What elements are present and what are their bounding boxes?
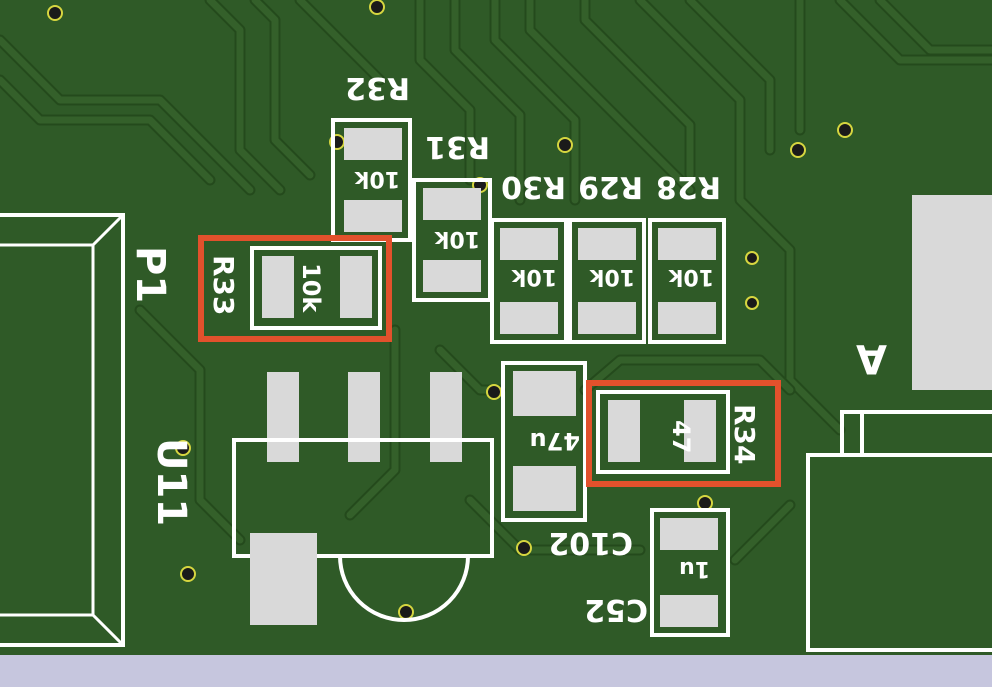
r31-pad-1 bbox=[423, 188, 481, 220]
r30-pad-2 bbox=[500, 302, 558, 334]
r32-pad-1 bbox=[344, 128, 402, 160]
c102-pad-1 bbox=[513, 371, 576, 416]
r34-pad-2 bbox=[684, 400, 716, 462]
u11-pin-3 bbox=[430, 372, 462, 462]
via bbox=[516, 540, 532, 556]
r33-pad-1 bbox=[262, 256, 294, 318]
u11-tab-arc bbox=[338, 555, 470, 622]
r33-pad-2 bbox=[340, 256, 372, 318]
r30-outline bbox=[490, 218, 568, 344]
connector-a[interactable]: A bbox=[806, 195, 992, 652]
via bbox=[47, 5, 63, 21]
r33-outline bbox=[250, 246, 382, 330]
via bbox=[398, 604, 414, 620]
u11-body-outline bbox=[232, 438, 494, 558]
r29-value-label: 10k bbox=[588, 264, 635, 289]
r34-ref-label: R34 bbox=[728, 404, 761, 465]
p1-ref-label: P1 bbox=[127, 246, 173, 303]
u11-ref-label: U11 bbox=[148, 438, 194, 526]
c52-pad-2 bbox=[660, 595, 718, 627]
r33-highlight-box bbox=[198, 235, 392, 342]
resistor-r29[interactable]: R29 10k bbox=[568, 169, 646, 344]
connector-p1[interactable]: P1 bbox=[0, 213, 173, 647]
c52-outline bbox=[650, 508, 730, 637]
c52-pad-1 bbox=[660, 518, 718, 550]
r30-ref-label: R30 bbox=[501, 169, 566, 204]
r29-pad-2 bbox=[578, 302, 636, 334]
trace-group bbox=[0, 0, 992, 566]
resistor-r33[interactable]: 10k R33 bbox=[198, 235, 392, 342]
c102-value-label: 47u bbox=[530, 427, 580, 455]
capacitor-c102[interactable]: 47u C102 bbox=[501, 361, 633, 560]
connector-a-outline bbox=[806, 453, 992, 652]
r34-highlight-box bbox=[586, 380, 781, 487]
r28-pad-1 bbox=[658, 228, 716, 260]
c102-pad-2 bbox=[513, 466, 576, 511]
r30-value-label: 10k bbox=[510, 264, 557, 289]
resistor-r30[interactable]: R30 10k bbox=[490, 169, 568, 344]
r31-pad-2 bbox=[423, 260, 481, 292]
resistor-r28[interactable]: R28 10k bbox=[648, 169, 726, 344]
c102-ref-label: C102 bbox=[548, 525, 633, 560]
r28-ref-label: R28 bbox=[656, 169, 721, 204]
via bbox=[745, 296, 759, 310]
capacitor-c52[interactable]: 1u C52 bbox=[584, 508, 730, 637]
r31-ref-label: R31 bbox=[425, 129, 490, 164]
r28-value-label: 10k bbox=[667, 264, 714, 289]
r32-outline bbox=[331, 118, 412, 242]
via bbox=[180, 566, 196, 582]
r29-pad-1 bbox=[578, 228, 636, 260]
via bbox=[486, 384, 502, 400]
r28-outline bbox=[648, 218, 726, 344]
via bbox=[790, 142, 806, 158]
background-strip bbox=[0, 655, 992, 687]
u11-pin-2 bbox=[348, 372, 380, 462]
via bbox=[175, 440, 191, 456]
r33-ref-label: R33 bbox=[207, 255, 240, 316]
r31-value-label: 10k bbox=[433, 226, 480, 251]
resistor-r34[interactable]: 47 R34 bbox=[586, 380, 781, 487]
r34-pad-1 bbox=[608, 400, 640, 462]
resistor-r31[interactable]: R31 10k bbox=[412, 129, 492, 302]
r32-ref-label: R32 bbox=[345, 70, 410, 105]
ic-u11[interactable]: U11 bbox=[148, 372, 494, 625]
r32-pad-2 bbox=[344, 200, 402, 232]
r30-pad-1 bbox=[500, 228, 558, 260]
connector-a-label: A bbox=[856, 335, 887, 381]
u11-tab-pad bbox=[250, 533, 317, 625]
connector-a-pad bbox=[912, 195, 992, 390]
resistor-r32[interactable]: R32 10k bbox=[331, 70, 412, 242]
connector-a-key bbox=[840, 410, 992, 455]
c102-outline bbox=[501, 361, 587, 522]
via bbox=[745, 251, 759, 265]
r32-value-label: 10k bbox=[353, 166, 400, 191]
r33-value-label: 10k bbox=[297, 263, 325, 313]
via bbox=[557, 137, 573, 153]
via bbox=[837, 122, 853, 138]
via bbox=[697, 495, 713, 511]
c52-ref-label: C52 bbox=[584, 592, 648, 627]
r29-outline bbox=[568, 218, 646, 344]
r28-pad-2 bbox=[658, 302, 716, 334]
r34-value-label: 47 bbox=[667, 420, 695, 453]
u11-pin-1 bbox=[267, 372, 299, 462]
r34-outline bbox=[596, 390, 730, 474]
via bbox=[369, 0, 385, 15]
via-group bbox=[47, 0, 853, 620]
p1-inner-outline bbox=[0, 213, 125, 647]
p1-outline bbox=[0, 213, 125, 647]
c52-value-label: 1u bbox=[679, 556, 710, 581]
r29-ref-label: R29 bbox=[578, 169, 643, 204]
